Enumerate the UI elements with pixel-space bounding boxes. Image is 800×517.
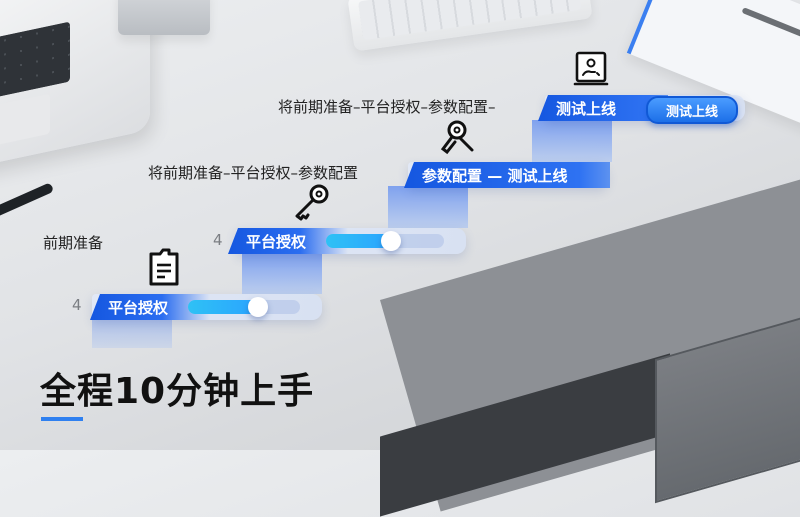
stair-riser-1 (92, 320, 172, 348)
step-1-number: 4 (72, 296, 82, 314)
step-2-slider-thumb[interactable] (381, 231, 401, 251)
pen-background (0, 182, 55, 218)
stair-riser-3 (388, 186, 468, 228)
step-2-tag: 平台授权 (228, 228, 348, 254)
step-1-slider-thumb[interactable] (248, 297, 268, 317)
page-title: 全程10分钟上手 (40, 371, 315, 412)
step-2-number: 4 (213, 231, 223, 249)
keyboard-background (347, 0, 593, 52)
step-2-progress-slider[interactable] (326, 231, 444, 251)
step-1-caption: 前期准备 (43, 234, 104, 252)
stair-riser-4 (532, 120, 612, 162)
cup-background (118, 0, 210, 35)
title-underline (41, 417, 83, 421)
user-monitor-icon (572, 50, 612, 90)
key-icon (292, 182, 332, 222)
key-icon-2 (440, 118, 480, 158)
step-3-caption: 将前期准备–平台授权–参数配置– (278, 98, 496, 116)
test-launch-button[interactable]: 测试上线 (646, 96, 738, 124)
step-4-label: 测试上线 (556, 99, 617, 118)
step-1-slider-fill (188, 300, 258, 314)
step-3-tag: 参数配置 — 测试上线 (404, 162, 610, 188)
step-3-label: 参数配置 — 测试上线 (422, 166, 568, 185)
stair-riser-2 (242, 254, 322, 294)
step-2-slider-fill (326, 234, 392, 248)
step-1-progress-slider[interactable] (188, 297, 300, 317)
step-2-caption: 将前期准备–平台授权–参数配置 (148, 164, 359, 182)
test-launch-button-label: 测试上线 (665, 104, 718, 120)
step-2-label: 平台授权 (246, 232, 307, 251)
clipboard-icon (144, 245, 184, 289)
step-1-label: 平台授权 (108, 298, 169, 317)
